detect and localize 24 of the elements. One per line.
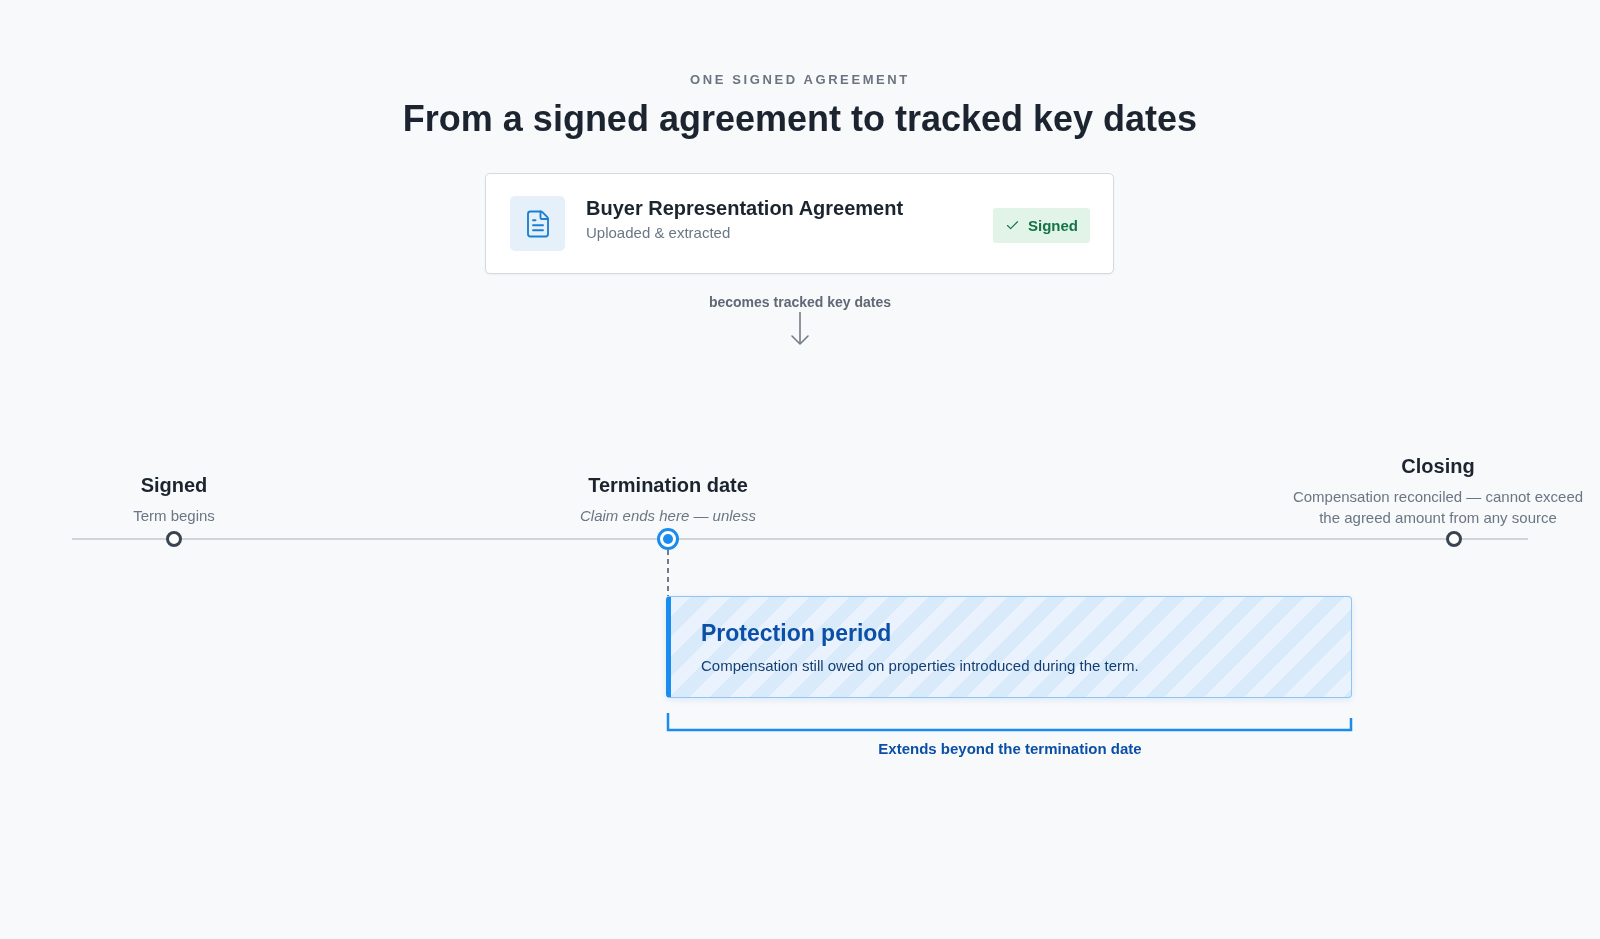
timeline-line — [181, 538, 658, 540]
milestone-title: Closing — [1401, 454, 1475, 478]
milestone-description: Claim ends here — unless — [580, 506, 756, 526]
title: From a signed agreement to tracked key dates — [402, 97, 1198, 141]
card-heading: Buyer Representation Agreement — [586, 196, 904, 221]
milestone-title: Termination date — [588, 473, 748, 497]
milestone-title: Signed — [140, 473, 208, 497]
timeline-line — [1461, 538, 1529, 540]
agreement-card — [485, 173, 1114, 274]
band-description: Compensation still owed on properties introduced during the term. — [701, 656, 1139, 676]
status-badge — [993, 208, 1090, 243]
status-label: Signed — [1028, 215, 1078, 236]
timeline-line — [678, 538, 1447, 540]
milestone-description: Compensation reconciled — cannot exceed the agreed amount from any source — [1291, 487, 1585, 528]
milestone-description: Term begins — [133, 506, 215, 526]
bracket-label: Extends beyond the termination date — [878, 739, 1142, 759]
band-heading: Protection period — [701, 619, 892, 647]
timeline-line — [71, 538, 167, 540]
protection-period-band — [666, 596, 1352, 698]
dashed-connector — [667, 549, 669, 597]
arrow — [791, 311, 809, 345]
eyebrow-label: ONE SIGNED AGREEMENT — [690, 71, 910, 89]
transition-label: becomes tracked key dates — [650, 292, 950, 312]
card-subtitle: Uploaded & extracted — [586, 223, 731, 243]
